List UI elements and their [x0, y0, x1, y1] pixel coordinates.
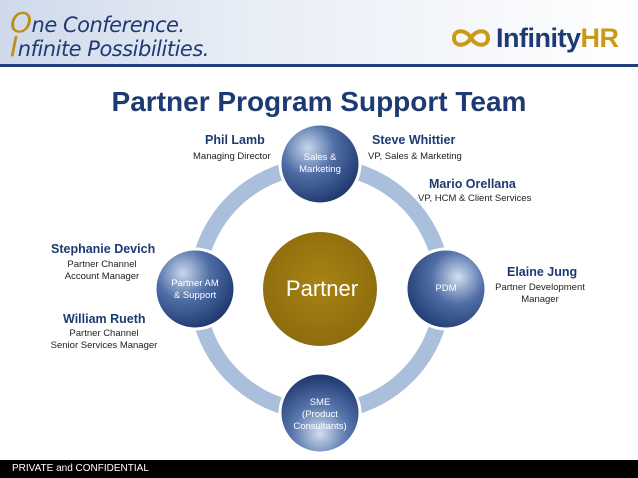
infinity-icon: [451, 29, 491, 47]
sme-label-line3: Consultants): [293, 421, 347, 432]
page-title: Partner Program Support Team: [111, 86, 527, 117]
footer-bar: PRIVATE and CONFIDENTIAL: [0, 460, 638, 478]
sales-marketing-label: Sales & Marketing: [290, 152, 350, 176]
william-role-line1: Partner Channel: [69, 328, 139, 339]
sme-circle: [278, 371, 362, 455]
stephanie-role-line2: Account Manager: [64, 271, 140, 282]
partner-am-label: Partner AM & Support: [160, 278, 230, 302]
william-role-line2: Senior Services Manager: [50, 340, 158, 351]
header-divider: [0, 64, 638, 67]
person-name-william: William Rueth: [63, 312, 146, 326]
footer-text: PRIVATE and CONFIDENTIAL: [12, 463, 149, 474]
tagline-initial-i: I: [10, 30, 18, 63]
logo-text: InfinityHR: [496, 23, 619, 54]
sales-marketing-circle: [278, 122, 362, 206]
logo-text-accent: HR: [580, 22, 620, 53]
pdm-label: PDM: [435, 283, 457, 294]
person-role-mario: VP, HCM & Client Services: [418, 193, 532, 204]
person-name-mario: Mario Orellana: [429, 177, 516, 191]
partner-label: Partner: [285, 276, 359, 301]
infinityhr-logo: InfinityHR: [450, 22, 619, 54]
person-role-steve: VP, Sales & Marketing: [368, 151, 462, 162]
cycle-diagram: [153, 122, 488, 455]
person-role-elaine: Partner Development Manager: [490, 282, 590, 306]
elaine-role-line2: Manager: [521, 294, 559, 305]
person-role-stephanie: Partner Channel Account Manager: [52, 259, 152, 283]
sales-label-line2: Marketing: [299, 164, 341, 175]
tagline-line1: One Conference.: [10, 6, 185, 39]
person-role-phil: Managing Director: [193, 151, 271, 162]
tagline-line1-text: ne Conference.: [31, 13, 186, 37]
partner-circle: [261, 230, 379, 348]
sme-label-line1: SME: [309, 397, 331, 408]
partner-am-circle: [153, 247, 237, 331]
tagline-line2-text: nfinite Possibilities.: [17, 37, 210, 61]
tagline-initial-o: O: [10, 6, 32, 39]
sales-label-line1: Sales &: [303, 152, 337, 163]
sme-label: SME (Product Consultants): [285, 397, 355, 433]
header-banner: [0, 0, 638, 66]
partner-am-label-line1: Partner AM: [171, 278, 219, 289]
person-role-william: Partner Channel Senior Services Manager: [48, 328, 160, 352]
person-name-phil: Phil Lamb: [205, 133, 265, 147]
elaine-role-line1: Partner Development: [495, 282, 585, 293]
pdm-circle: [404, 247, 488, 331]
person-name-steve: Steve Whittier: [372, 133, 456, 147]
person-name-elaine: Elaine Jung: [507, 265, 578, 279]
partner-am-label-line2: & Support: [173, 290, 217, 301]
logo-text-main: Infinity: [496, 22, 581, 53]
person-name-stephanie: Stephanie Devich: [51, 242, 156, 256]
sme-label-line2: (Product: [302, 409, 338, 420]
tagline-line2: Infinite Possibilities.: [10, 30, 209, 63]
stephanie-role-line1: Partner Channel: [67, 259, 137, 270]
